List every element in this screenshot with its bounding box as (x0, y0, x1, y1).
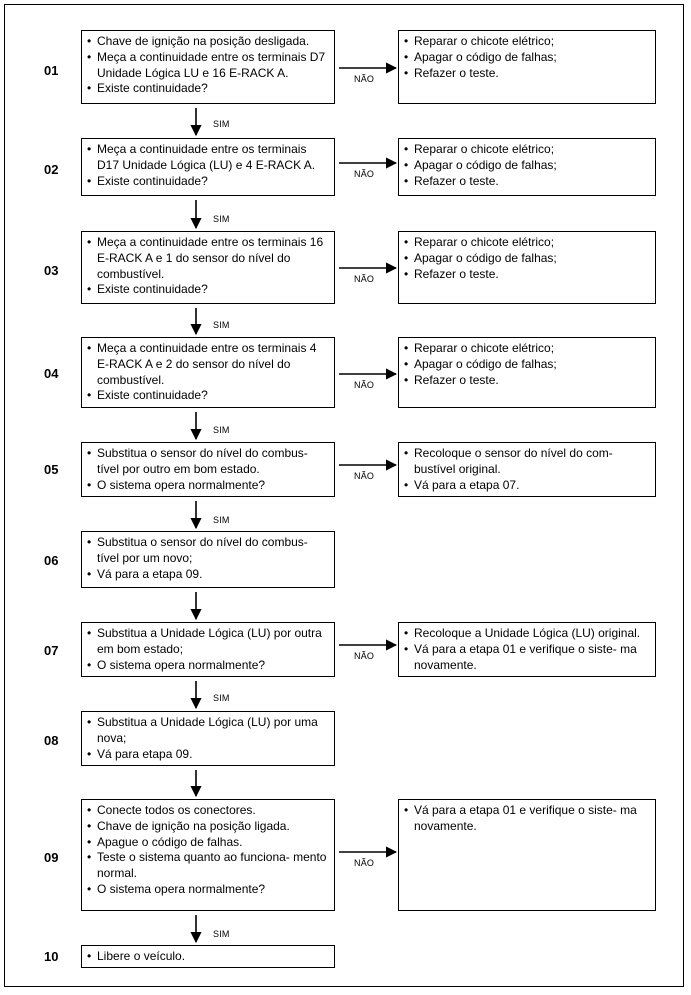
no-branch-item: Vá para a etapa 01 e verifique o siste- … (404, 642, 650, 674)
no-branch-item: Recoloque o sensor do nível do com- bust… (404, 446, 650, 478)
step-item: Conecte todos os conectores. (87, 803, 329, 819)
step-box: Conecte todos os conectores.Chave de ign… (81, 799, 335, 911)
no-branch-item: Refazer o teste. (404, 267, 650, 283)
step-item: Substitua a Unidade Lógica (LU) por outr… (87, 626, 329, 658)
step-item: Existe continuidade? (87, 174, 329, 190)
no-branch-item: Reparar o chicote elétrico; (404, 34, 650, 50)
step-item: Substitua o sensor do nível do combus- t… (87, 446, 329, 478)
step-box: Substitua o sensor do nível do combus- t… (81, 442, 335, 497)
step-item: Meça a continuidade entre os terminais D… (87, 50, 329, 82)
no-branch-items: Reparar o chicote elétrico;Apagar o códi… (404, 142, 650, 189)
step-number: 05 (44, 462, 59, 477)
no-branch-box: Vá para a etapa 01 e verifique o siste- … (398, 799, 656, 911)
no-branch-item: Vá para a etapa 07. (404, 478, 650, 494)
no-branch-box: Reparar o chicote elétrico;Apagar o códi… (398, 337, 656, 408)
step-item: Apague o código de falhas. (87, 835, 329, 851)
no-branch-item: Apagar o código de falhas; (404, 158, 650, 174)
step-item: Vá para a etapa 09. (87, 567, 329, 583)
no-label: NÃO (354, 74, 375, 84)
step-item: Substitua a Unidade Lógica (LU) por uma … (87, 715, 329, 747)
yes-label: SIM (213, 119, 230, 129)
step-items: Substitua o sensor do nível do combus- t… (87, 446, 329, 493)
step-item: O sistema opera normalmente? (87, 478, 329, 494)
step-items: Meça a continuidade entre os terminais 4… (87, 341, 329, 404)
no-label: NÃO (354, 651, 375, 661)
step-number: 06 (44, 553, 59, 568)
no-label: NÃO (354, 858, 375, 868)
yes-label: SIM (213, 693, 230, 703)
no-branch-box: Recoloque a Unidade Lógica (LU) original… (398, 622, 656, 677)
yes-label: SIM (213, 929, 230, 939)
step-items: Chave de ignição na posição desligada.Me… (87, 34, 329, 97)
no-branch-box: Reparar o chicote elétrico;Apagar o códi… (398, 30, 656, 104)
step-item: Chave de ignição na posição ligada. (87, 819, 329, 835)
step-item: Existe continuidade? (87, 282, 329, 298)
no-branch-items: Reparar o chicote elétrico;Apagar o códi… (404, 34, 650, 81)
step-items: Meça a continuidade entre os terminais D… (87, 142, 329, 189)
no-branch-item: Reparar o chicote elétrico; (404, 341, 650, 357)
no-label: NÃO (354, 380, 375, 390)
step-number: 10 (44, 949, 59, 964)
step-item: Vá para etapa 09. (87, 747, 329, 763)
yes-label: SIM (213, 320, 230, 330)
step-number: 02 (44, 162, 59, 177)
no-branch-box: Reparar o chicote elétrico;Apagar o códi… (398, 138, 656, 196)
step-item: Meça a continuidade entre os terminais 4… (87, 341, 329, 388)
no-branch-item: Vá para a etapa 01 e verifique o siste- … (404, 803, 650, 835)
no-branch-box: Recoloque o sensor do nível do com- bust… (398, 442, 656, 497)
no-branch-items: Vá para a etapa 01 e verifique o siste- … (404, 803, 650, 835)
no-branch-item: Reparar o chicote elétrico; (404, 142, 650, 158)
no-label: NÃO (354, 169, 375, 179)
step-box: Substitua a Unidade Lógica (LU) por uma … (81, 711, 335, 766)
step-item: O sistema opera normalmente? (87, 882, 329, 898)
no-branch-item: Apagar o código de falhas; (404, 357, 650, 373)
step-number: 07 (44, 643, 59, 658)
no-branch-item: Refazer o teste. (404, 373, 650, 389)
step-item: Existe continuidade? (87, 388, 329, 404)
step-item: Existe continuidade? (87, 81, 329, 97)
step-box: Meça a continuidade entre os terminais D… (81, 138, 335, 196)
step-number: 09 (44, 850, 59, 865)
step-items: Substitua a Unidade Lógica (LU) por outr… (87, 626, 329, 673)
no-branch-item: Apagar o código de falhas; (404, 251, 650, 267)
step-items: Conecte todos os conectores.Chave de ign… (87, 803, 329, 898)
no-branch-items: Reparar o chicote elétrico;Apagar o códi… (404, 341, 650, 388)
no-branch-items: Recoloque o sensor do nível do com- bust… (404, 446, 650, 493)
no-branch-items: Reparar o chicote elétrico;Apagar o códi… (404, 235, 650, 282)
step-items: Substitua o sensor do nível do combus- t… (87, 535, 329, 582)
no-branch-items: Recoloque a Unidade Lógica (LU) original… (404, 626, 650, 673)
no-label: NÃO (354, 471, 375, 481)
step-number: 04 (44, 366, 59, 381)
step-box: Substitua a Unidade Lógica (LU) por outr… (81, 622, 335, 677)
step-box: Meça a continuidade entre os terminais 4… (81, 337, 335, 408)
step-items: Libere o veículo. (87, 949, 329, 965)
no-branch-box: Reparar o chicote elétrico;Apagar o códi… (398, 231, 656, 304)
yes-label: SIM (213, 515, 230, 525)
step-number: 08 (44, 733, 59, 748)
diagram-frame (4, 4, 684, 987)
step-item: Libere o veículo. (87, 949, 329, 965)
no-branch-item: Reparar o chicote elétrico; (404, 235, 650, 251)
no-branch-item: Refazer o teste. (404, 174, 650, 190)
step-item: Substitua o sensor do nível do combus- t… (87, 535, 329, 567)
step-item: O sistema opera normalmente? (87, 658, 329, 674)
step-box: Substitua o sensor do nível do combus- t… (81, 531, 335, 588)
step-item: Teste o sistema quanto ao funciona- ment… (87, 850, 329, 882)
step-item: Meça a continuidade entre os terminais 1… (87, 235, 329, 282)
step-items: Meça a continuidade entre os terminais 1… (87, 235, 329, 298)
yes-label: SIM (213, 214, 230, 224)
step-number: 03 (44, 263, 59, 278)
no-label: NÃO (354, 274, 375, 284)
step-box: Chave de ignição na posição desligada.Me… (81, 30, 335, 104)
step-item: Meça a continuidade entre os terminais D… (87, 142, 329, 174)
step-number: 01 (44, 63, 59, 78)
step-item: Chave de ignição na posição desligada. (87, 34, 329, 50)
step-items: Substitua a Unidade Lógica (LU) por uma … (87, 715, 329, 762)
yes-label: SIM (213, 425, 230, 435)
step-box: Meça a continuidade entre os terminais 1… (81, 231, 335, 304)
no-branch-item: Refazer o teste. (404, 66, 650, 82)
no-branch-item: Apagar o código de falhas; (404, 50, 650, 66)
no-branch-item: Recoloque a Unidade Lógica (LU) original… (404, 626, 650, 642)
step-box: Libere o veículo. (81, 945, 335, 968)
